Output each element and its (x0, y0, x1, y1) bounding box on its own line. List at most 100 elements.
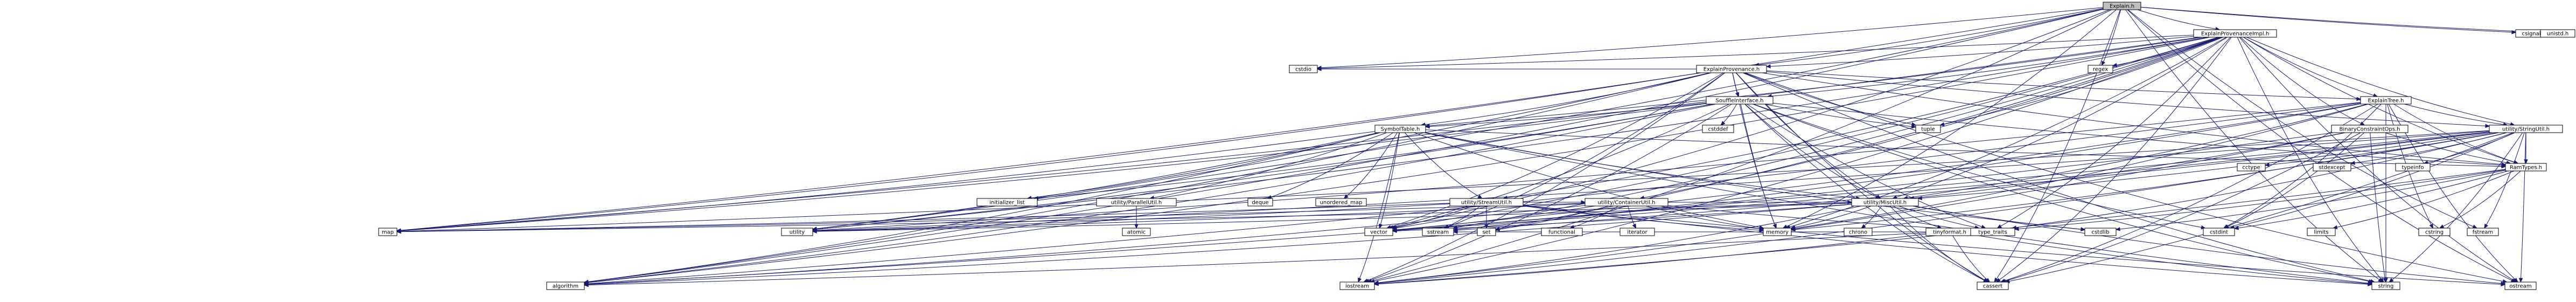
include-edge-line (1425, 132, 2085, 230)
include-edge-line (1363, 72, 1726, 283)
node-label: RamTypes.h (2510, 165, 2542, 171)
node-box (2489, 125, 2563, 133)
include-edge-arrowhead (1720, 121, 1726, 126)
node-typeinfo: typeinfo (2395, 163, 2431, 171)
node-explain-provenance-h[interactable]: ExplainProvenance.h (1696, 65, 1767, 73)
include-edge (1379, 132, 1400, 229)
include-edge-line (584, 37, 2210, 284)
include-edge (2014, 169, 2506, 231)
node-box (1339, 282, 1375, 290)
include-edge-arrowhead (1484, 224, 1489, 229)
include-edge-arrowhead (2379, 277, 2384, 283)
include-edge (2000, 104, 2378, 283)
include-edge-line (2333, 170, 2515, 229)
node-unordered-map: unordered_map (1315, 198, 1367, 207)
include-edge (1790, 205, 1872, 230)
node-label: cassert (1983, 284, 2002, 290)
include-edge (1912, 205, 2086, 232)
node-label: limits (2314, 230, 2328, 236)
include-edge-line (1791, 205, 1872, 229)
include-edge-line (1742, 72, 2375, 283)
node-explain-provenance-impl-h[interactable]: ExplainProvenanceImpl.h (2193, 29, 2277, 38)
include-edge (1425, 102, 1707, 129)
include-edge-line (2246, 37, 2515, 126)
node-symbol-table-h[interactable]: SymbolTable.h (1374, 125, 1426, 133)
include-edge-arrowhead (2472, 224, 2477, 229)
node-ostream: ostream (2504, 282, 2537, 290)
include-edge-line (812, 203, 1852, 232)
include-edge (1034, 104, 1713, 201)
node-vector: vector (1364, 228, 1393, 236)
include-edge-line (1667, 205, 1971, 231)
node-box (2371, 282, 2400, 290)
node-tinyformat-h[interactable]: tinyformat.h (1925, 228, 1974, 236)
include-edge (1628, 205, 1637, 229)
include-edge-line (1755, 9, 2104, 66)
include-edge-line (1764, 104, 1916, 128)
include-edge (1740, 104, 1777, 229)
node-label: set (1482, 230, 1490, 236)
include-edge-line (2439, 170, 2521, 229)
include-edge-arrowhead (1453, 230, 1458, 234)
include-edge-line (1392, 132, 2490, 231)
include-edge-arrowhead (1358, 277, 1362, 283)
edge-layer (396, 6, 2542, 287)
include-edge (1790, 132, 2499, 232)
node-souffle-interface-h[interactable]: SouffleInterface.h (1706, 96, 1774, 105)
include-edge-line (2350, 132, 2507, 164)
node-label: atomic (1127, 230, 1146, 236)
include-edge (1952, 235, 1991, 283)
node-utility-container-util-h[interactable]: utility/ContainerUtil.h (1584, 198, 1669, 207)
include-edge-line (1392, 103, 2361, 231)
node-limits: limits (2307, 228, 2336, 236)
include-edge-line (2001, 132, 2361, 283)
include-edge-line (1414, 132, 1764, 229)
include-edge (1735, 72, 1882, 199)
include-edge (1495, 205, 1609, 232)
include-edge-line (1425, 132, 1860, 199)
include-edge-line (1910, 132, 2345, 199)
include-edge (2115, 170, 2506, 231)
include-edge-line (1918, 132, 2493, 199)
include-edge-line (584, 131, 2490, 285)
include-edge-line (1898, 205, 1979, 229)
node-label: type_traits (1978, 230, 2007, 236)
include-edge (1764, 104, 1917, 129)
include-edge-line (1027, 132, 1380, 199)
node-explain-tree-h[interactable]: ExplainTree.h (2360, 96, 2412, 105)
node-box (1706, 96, 1774, 105)
node-utility-stream-util-h[interactable]: utility/StreamUtil.h (1449, 198, 1524, 207)
node-label: iterator (1627, 230, 1647, 236)
include-edge-line (584, 205, 1586, 285)
node-ram-types-h[interactable]: RamTypes.h (2505, 163, 2547, 171)
node-binary-constraint-ops-h[interactable]: BinaryConstraintOps.h (2331, 125, 2409, 133)
include-edge-line (584, 102, 2361, 284)
include-edge-line (1317, 7, 2104, 68)
node-box (2203, 228, 2235, 236)
include-edge-arrowhead (2081, 227, 2086, 232)
node-box (2395, 163, 2431, 171)
node-utility-string-util-h[interactable]: utility/StringUtil.h (2489, 125, 2563, 133)
include-edge (2389, 132, 2523, 283)
node-explain-h[interactable]: Explain.h (2103, 2, 2141, 10)
node-label: csignal (2522, 31, 2540, 37)
include-edge (1425, 129, 2507, 169)
include-edge-line (584, 132, 1380, 283)
node-label: string (2378, 284, 2394, 290)
node-utility-misc-util-h[interactable]: utility/MiscUtil.h (1851, 198, 1919, 207)
include-edge-arrowhead (1772, 223, 1777, 229)
node-label: cctype (2242, 165, 2260, 171)
include-edge-line (2137, 9, 2220, 30)
include-edge-line (2234, 170, 2508, 229)
node-initializer-list: initializer_list (976, 198, 1038, 207)
include-edge-line (1391, 9, 2110, 229)
node-label: sstream (1427, 230, 1449, 236)
include-edge (396, 202, 1852, 234)
include-edge-line (1914, 205, 2505, 284)
include-edge-arrowhead (2384, 278, 2388, 283)
node-utility-parallel-util-h[interactable]: utility/ParallelUtil.h (1096, 198, 1177, 207)
node-label: utility/ParallelUtil.h (1111, 200, 1162, 206)
include-edge (812, 9, 2104, 231)
include-edge-line (1267, 132, 1393, 199)
